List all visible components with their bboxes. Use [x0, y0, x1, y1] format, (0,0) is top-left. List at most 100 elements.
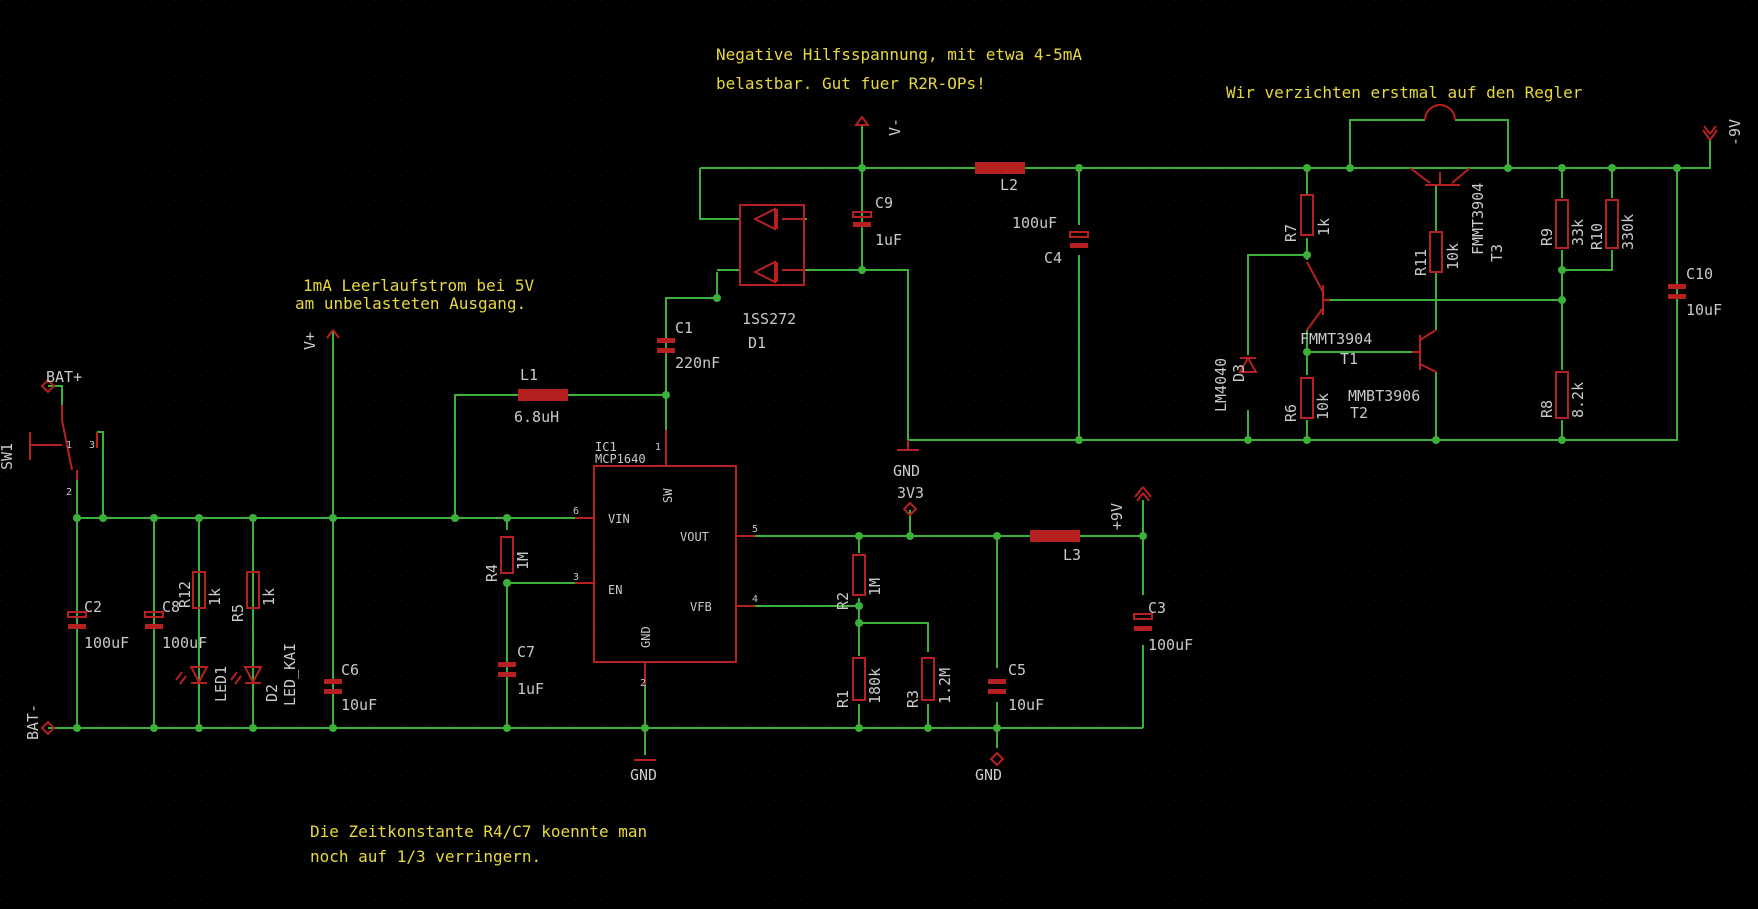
resistor-r7	[1300, 194, 1314, 236]
sw1-label: SW1	[0, 443, 16, 470]
ic1-pin-sw: SW	[661, 488, 675, 503]
d3-value: LM4040	[1212, 358, 1230, 412]
c2-label: C2	[84, 598, 102, 616]
gnd-symbol-top	[897, 440, 919, 451]
r12-value: 1k	[206, 588, 224, 606]
ic1-pin-gnd: GND	[639, 626, 653, 648]
r7-value: 1k	[1315, 218, 1333, 236]
c1-label: C1	[675, 319, 693, 337]
c5-value: 10uF	[1008, 696, 1044, 714]
ic1-pinnum-3: 3	[573, 572, 579, 583]
capacitor-c6	[324, 679, 342, 694]
l1-value: 6.8uH	[514, 408, 559, 426]
capacitor-c1	[657, 338, 675, 353]
inductor-l1	[518, 389, 568, 401]
resistor-r9	[1555, 199, 1569, 249]
t1-label: T1	[1340, 350, 1358, 368]
resistor-r8	[1555, 371, 1569, 419]
capacitor-c5	[988, 679, 1006, 694]
ic1-pinnum-6: 6	[573, 506, 579, 517]
c10-label: C10	[1686, 265, 1713, 283]
resistor-r1	[852, 657, 866, 701]
resistor-r11	[1429, 231, 1443, 273]
d2-led-symbol	[230, 666, 263, 685]
c4-label: C4	[1044, 249, 1062, 267]
note-tc-line1: Die Zeitkonstante R4/C7 koennte man	[310, 822, 647, 841]
r10-value: 330k	[1619, 214, 1637, 250]
ic1-pin-vfb: VFB	[690, 600, 712, 614]
ic1-pinnum-1: 1	[655, 442, 661, 453]
ic1-pinnum-4: 4	[752, 594, 758, 605]
m9v-arrow	[1702, 125, 1718, 141]
l3-label: L3	[1063, 546, 1081, 564]
capacitor-c10	[1668, 284, 1686, 299]
gnd-ic-label: GND	[630, 766, 657, 784]
c6-label: C6	[341, 661, 359, 679]
transistor-t1	[1306, 261, 1330, 331]
ic1-pinnum-5: 5	[752, 524, 758, 535]
bat-plus-label: BAT+	[46, 368, 82, 386]
ic1-value: MCP1640	[595, 452, 646, 466]
transistor-t3	[1409, 104, 1471, 186]
c9-value: 1uF	[875, 231, 902, 249]
p9v-label: +9V	[1108, 503, 1126, 530]
capacitor-c8	[144, 611, 164, 629]
note-idle-line1: 1mA Leerlaufstrom bei 5V	[303, 276, 535, 295]
r11-value: 10k	[1444, 243, 1462, 270]
ic1-body	[575, 430, 755, 685]
r1-label: R1	[834, 690, 852, 708]
led1-diode-symbol	[175, 666, 209, 685]
r2-label: R2	[834, 592, 852, 610]
note-negative-line2: belastbar. Gut fuer R2R-OPs!	[716, 74, 986, 93]
capacitor-c3	[1133, 613, 1153, 631]
r3-label: R3	[904, 690, 922, 708]
c7-label: C7	[517, 643, 535, 661]
v-plus-arrow	[326, 329, 340, 339]
c10-value: 10uF	[1686, 301, 1722, 319]
bat-plus-symbol	[40, 378, 56, 394]
c6-value: 10uF	[341, 696, 377, 714]
inductor-l3	[1030, 530, 1080, 542]
t3-label: T3	[1488, 244, 1506, 262]
v3v3-symbol	[902, 501, 918, 517]
r2-value: 1M	[866, 578, 884, 596]
v3v3-label: 3V3	[897, 484, 924, 502]
gnd-top-label: GND	[893, 462, 920, 480]
r8-label: R8	[1538, 400, 1556, 418]
r6-value: 10k	[1314, 393, 1332, 420]
sw1-pin2: 2	[66, 487, 72, 498]
capacitor-c2	[67, 611, 87, 629]
r4-label: R4	[483, 564, 501, 582]
c5-label: C5	[1008, 661, 1026, 679]
t2-label: T2	[1350, 404, 1368, 422]
r5-value: 1k	[260, 588, 278, 606]
note-negative-line1: Negative Hilfsspannung, mit etwa 4-5mA	[716, 45, 1082, 64]
bat-minus-symbol	[40, 720, 56, 736]
c8-label: C8	[162, 598, 180, 616]
resistor-r6	[1300, 377, 1314, 419]
resistor-r2	[852, 554, 866, 596]
ic1-pin-en: EN	[608, 583, 622, 597]
ic1-pin-vout: VOUT	[680, 530, 709, 544]
r3-value: 1.2M	[936, 668, 954, 704]
l2-label: L2	[1000, 176, 1018, 194]
r9-label: R9	[1538, 228, 1556, 246]
v-plus-label: V+	[301, 332, 319, 350]
r12-label: R12	[176, 581, 194, 608]
sw1-pin3: 3	[89, 440, 95, 451]
capacitor-c4	[1069, 231, 1089, 248]
r8-value: 8.2k	[1569, 382, 1587, 418]
t3-value: FMMT3904	[1469, 183, 1487, 255]
resistor-r10	[1605, 199, 1619, 249]
d2-value: LED_KAI	[281, 643, 299, 706]
c2-value: 100uF	[84, 634, 129, 652]
v-minus-label: V-	[886, 118, 904, 136]
p9v-arrow	[1134, 486, 1152, 502]
switch-sw1	[29, 405, 98, 480]
r1-value: 180k	[866, 668, 884, 704]
d2-label: D2	[263, 684, 281, 702]
gnd-symbol-right	[989, 751, 1005, 767]
resistor-r3	[921, 657, 935, 701]
sw1-pin1: 1	[66, 440, 72, 451]
